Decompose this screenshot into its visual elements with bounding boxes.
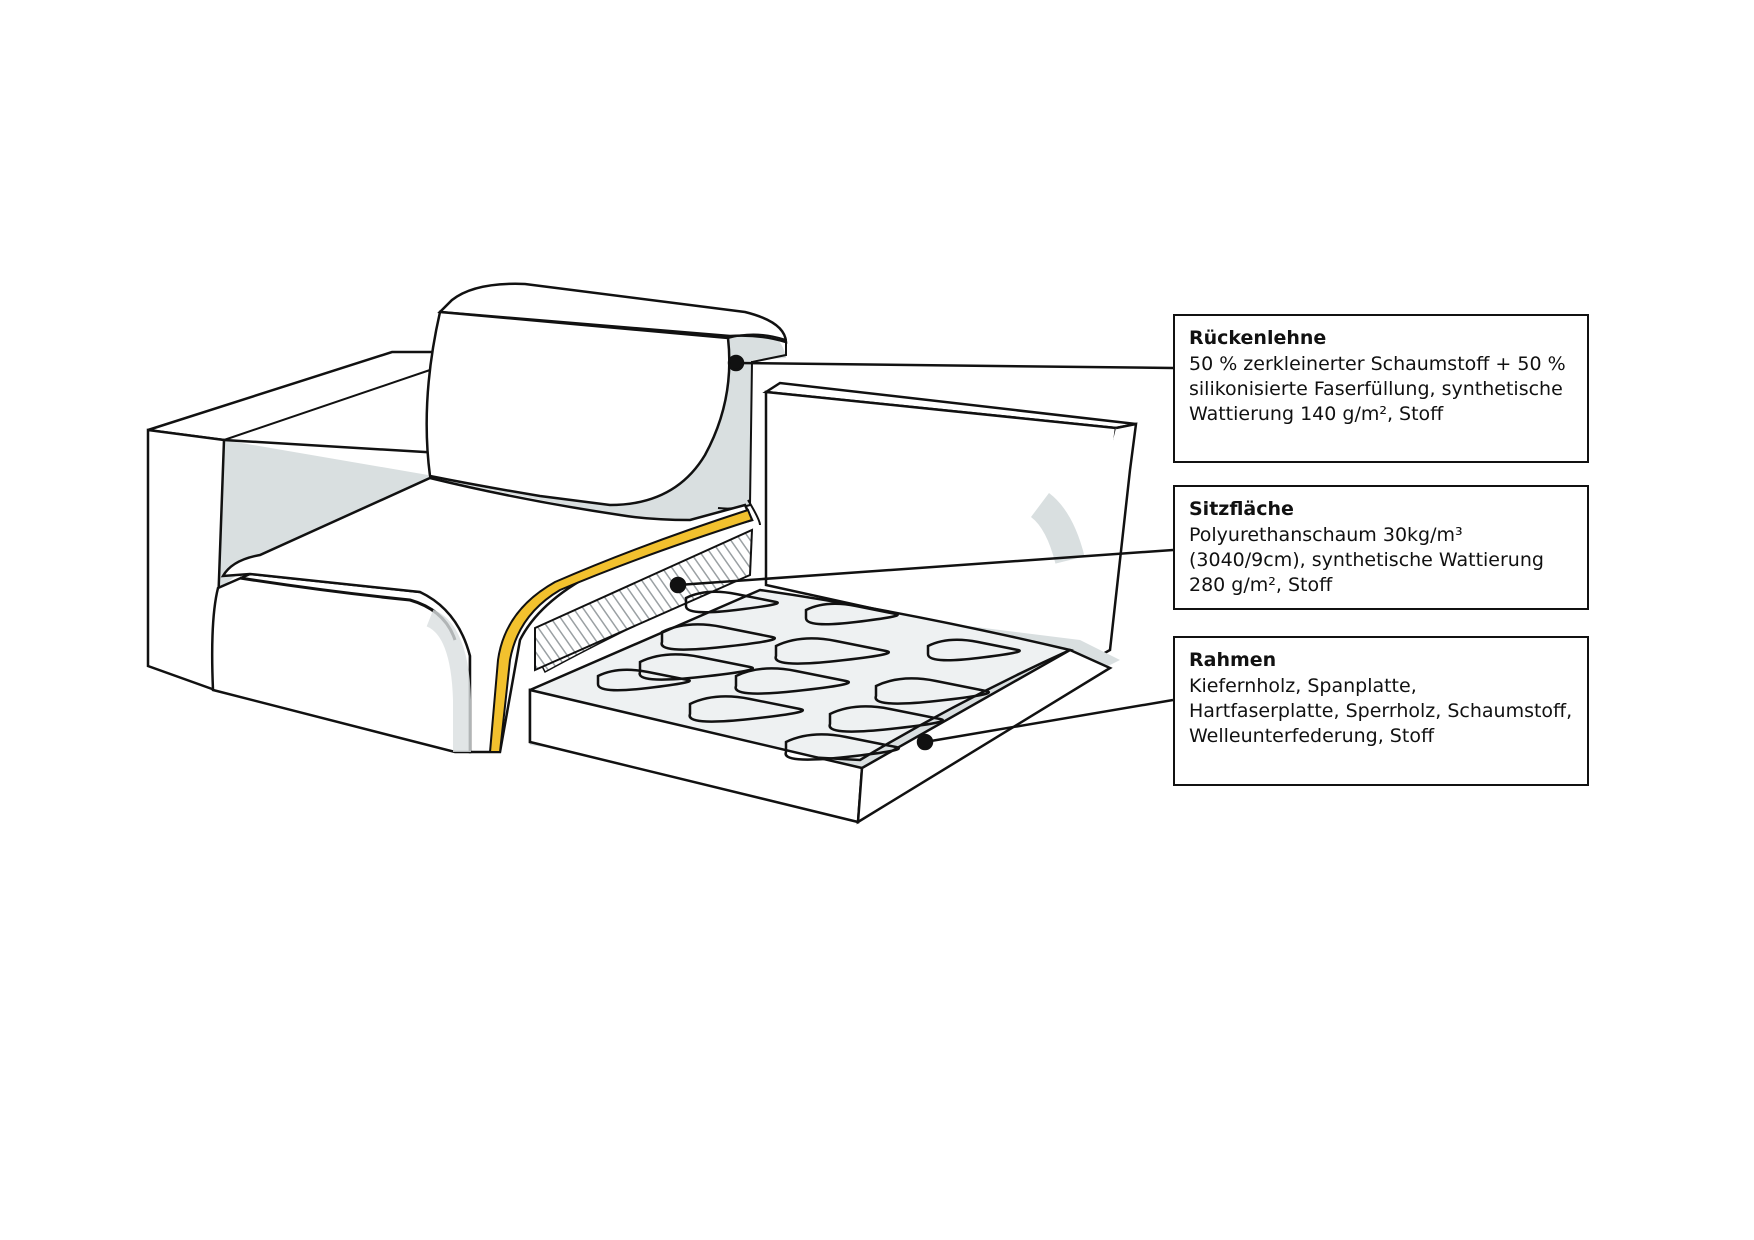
leader-lines <box>669 354 1174 751</box>
wave-springs <box>596 590 1021 761</box>
leader-dot-seat <box>669 576 687 594</box>
callout-backrest-title: Rückenlehne <box>1189 327 1327 349</box>
leader-dot-frame <box>916 733 934 751</box>
callout-seat: Sitzfläche Polyurethanschaum 30kg/m³ (30… <box>1173 485 1589 610</box>
back-cushion-top <box>437 282 788 344</box>
callout-frame: Rahmen Kiefernholz, Spanplatte, Hartfase… <box>1173 636 1589 786</box>
left-armrest-edge <box>223 369 431 441</box>
right-armrest <box>762 381 1138 672</box>
callout-backrest: Rückenlehne 50 % zerkleinerter Schaumsto… <box>1173 314 1589 463</box>
leader-line-backrest <box>735 361 1174 370</box>
leader-line-frame <box>924 698 1174 744</box>
seat-cushion-front <box>210 572 472 754</box>
callout-seat-title: Sitzfläche <box>1189 498 1294 520</box>
back-cushion-front <box>425 310 731 507</box>
callout-frame-title: Rahmen <box>1189 649 1277 671</box>
frame-base <box>528 588 1120 825</box>
left-seat-cushion <box>210 476 754 754</box>
callout-seat-text: Polyurethanschaum 30kg/m³ (3040/9cm), sy… <box>1189 524 1544 596</box>
back-cushion <box>425 282 788 526</box>
callout-frame-text: Kiefernholz, Spanplatte, Hartfaserplatte… <box>1189 675 1573 747</box>
leader-line-seat <box>677 548 1174 587</box>
callout-backrest-text: 50 % zerkleinerter Schaumstoff + 50 % si… <box>1189 353 1566 425</box>
seat-foam-cross-section <box>534 528 754 672</box>
foam-layer-band <box>488 508 754 753</box>
frame-base-side <box>856 648 1113 825</box>
leader-dot-backrest <box>727 354 745 372</box>
